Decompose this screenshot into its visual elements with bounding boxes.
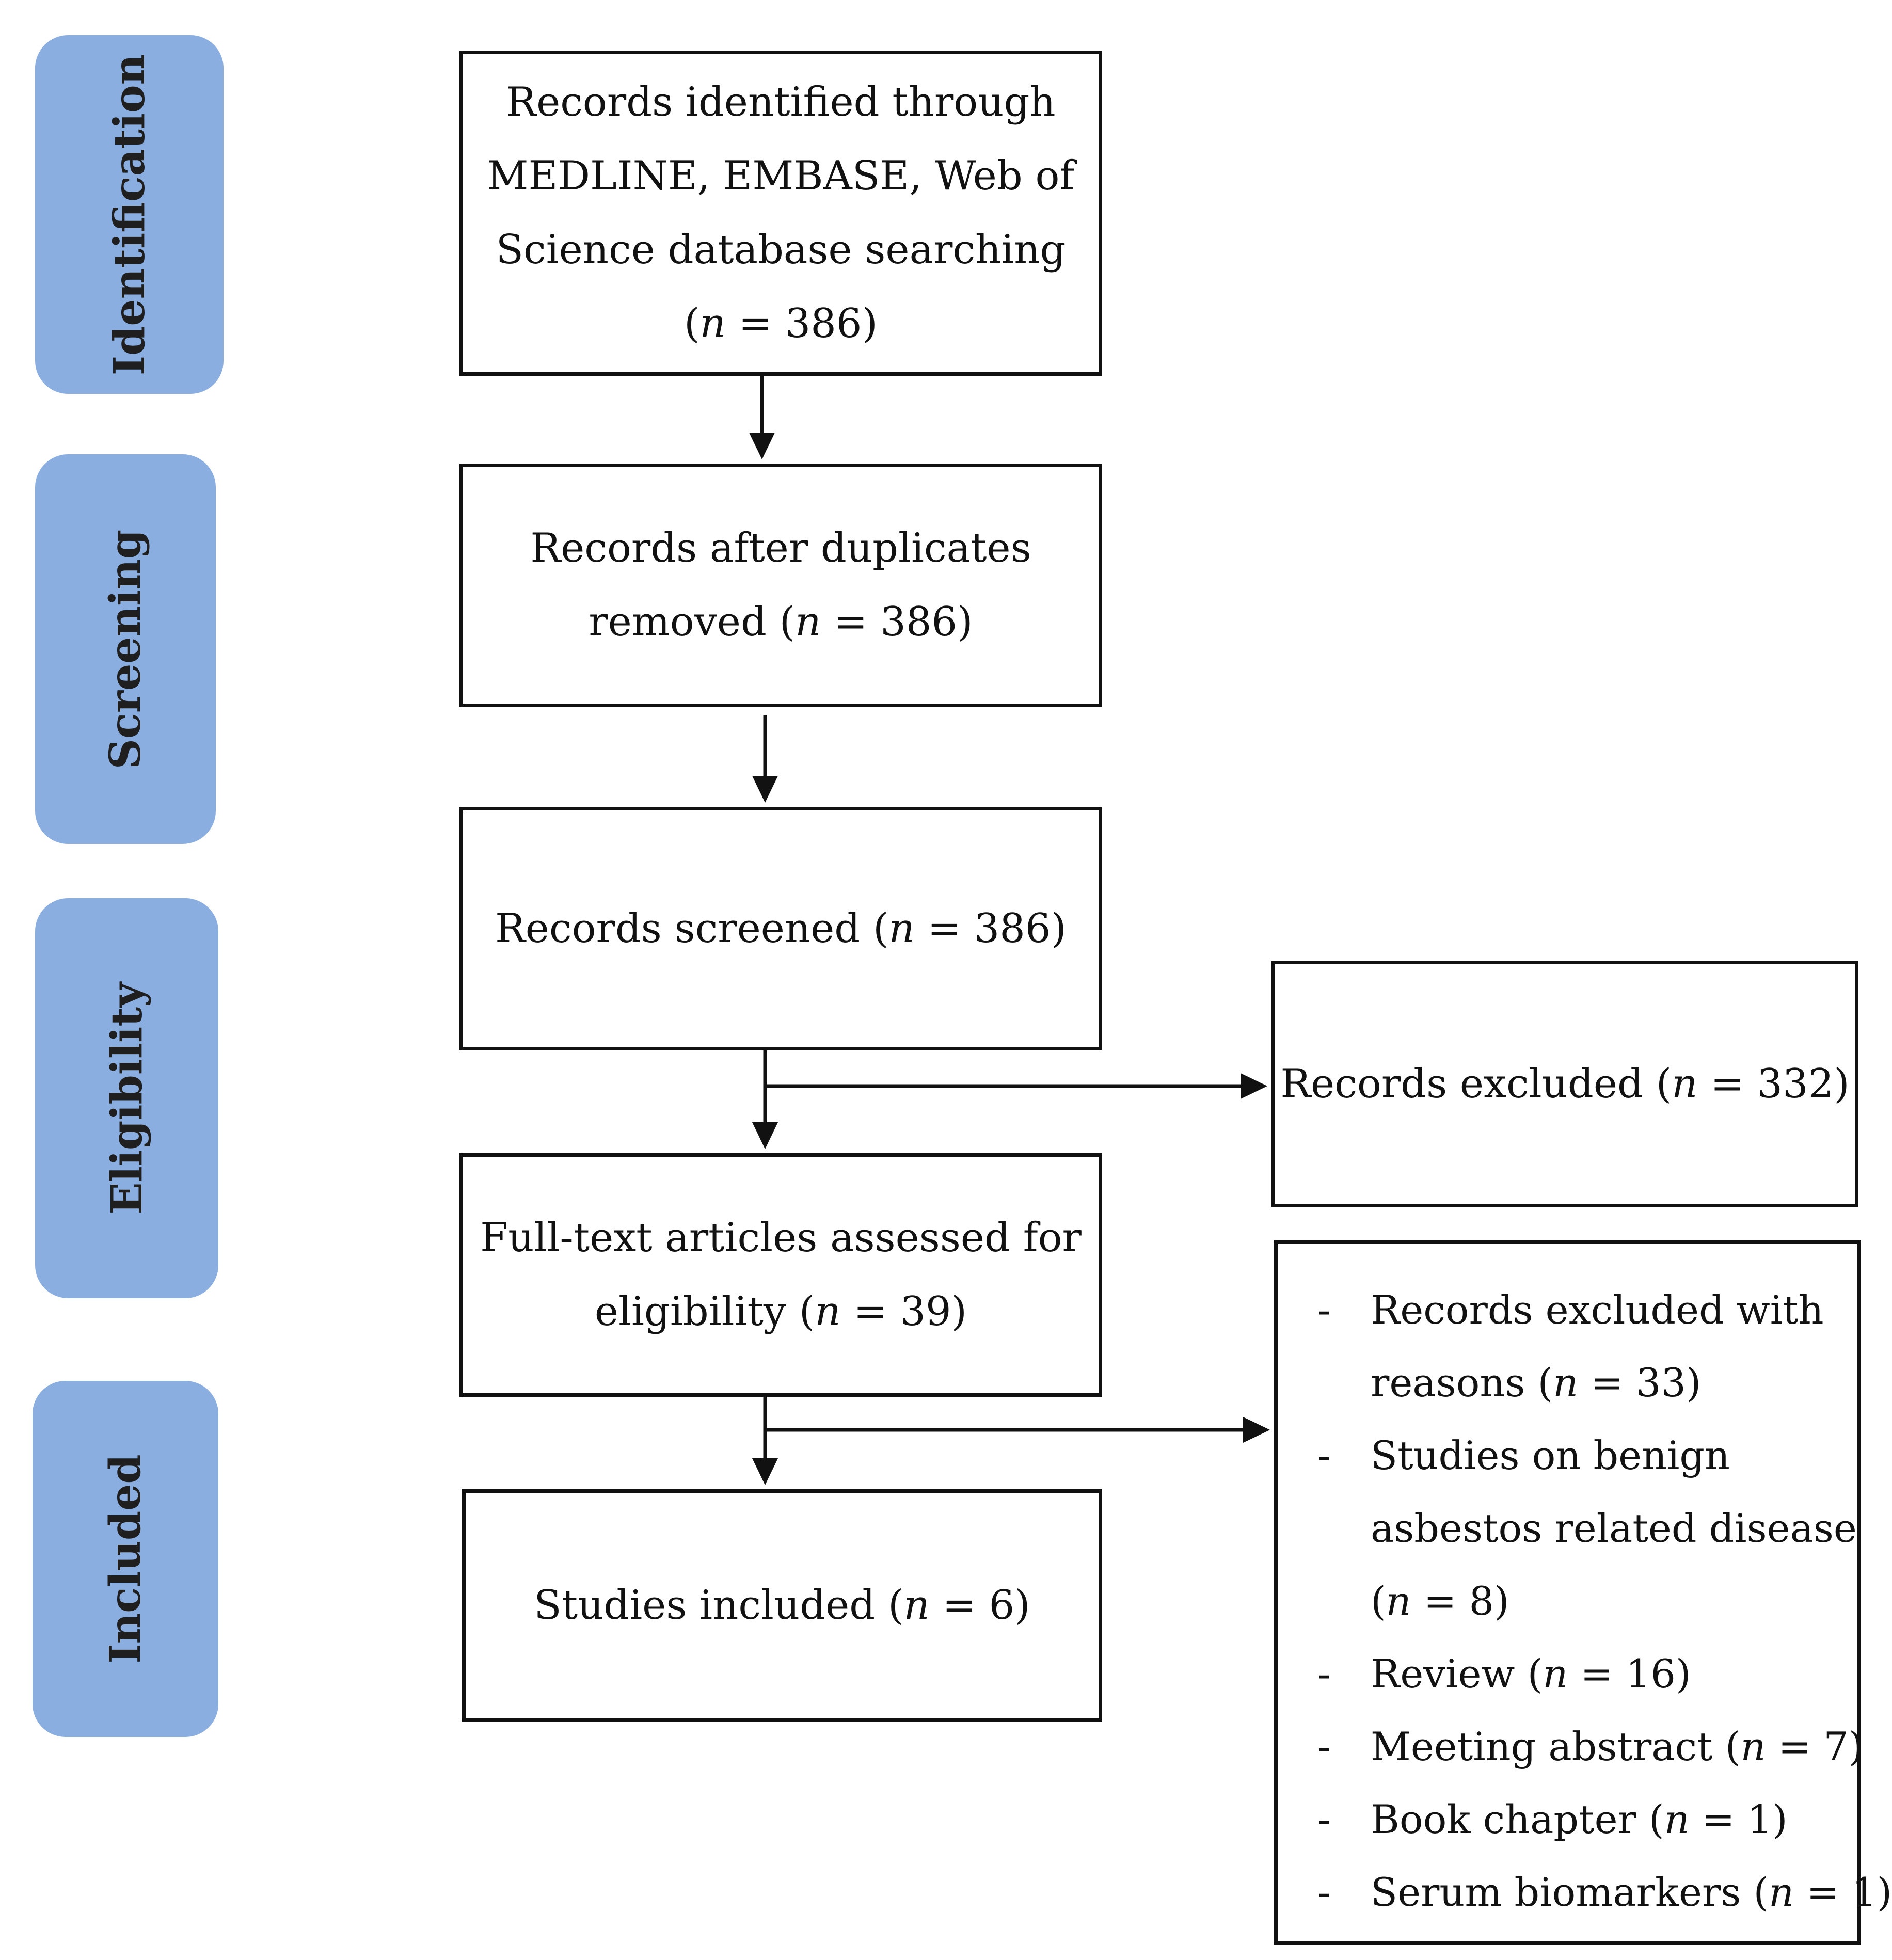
box-duplicates-removed: Records after duplicates removed (n = 38… [459, 464, 1102, 707]
identified-count-line: (n = 386) [487, 287, 1075, 361]
exclusion-reason-item: - Studies on benign asbestos related dis… [1278, 1419, 1857, 1637]
identified-count-open: ( [684, 300, 700, 347]
exclusion-reason-text: Records excluded with reasons (n = 33) [1371, 1273, 1837, 1419]
reason-1-count-value: = 8) [1411, 1578, 1509, 1624]
box-studies-included: Studies included (n = 6) [462, 1489, 1102, 1722]
arrowhead-dedup-to-screened [752, 776, 778, 803]
screened-count-line: Records screened (n = 386) [495, 892, 1067, 966]
dedup-count-value: = 386) [821, 599, 973, 645]
reason-0-count-line: reasons (n = 33) [1371, 1346, 1837, 1419]
excluded-n-var: n [1672, 1060, 1698, 1107]
list-bullet: - [1317, 1287, 1331, 1333]
dedup-text-before-n: removed ( [589, 599, 796, 645]
included-n-var: n [903, 1582, 930, 1629]
screened-text-before-n: Records screened ( [495, 905, 889, 952]
identified-n-var: n [699, 300, 726, 347]
exclusion-reason-item: - Records excluded with reasons (n = 33) [1278, 1273, 1837, 1419]
reason-5-text-before-n: Serum biomarkers ( [1371, 1869, 1769, 1915]
reason-5-n-var: n [1769, 1869, 1794, 1915]
reason-0-line-1: Records excluded with [1371, 1287, 1824, 1333]
list-bullet: - [1317, 1869, 1331, 1915]
stage-eligibility: Eligibility [35, 898, 218, 1298]
list-bullet: - [1317, 1432, 1331, 1478]
exclusion-reason-item: - Serum biomarkers (n = 1) [1278, 1856, 1892, 1929]
reason-1-count-line: (n = 8) [1371, 1565, 1857, 1637]
exclusion-reason-item: - Review (n = 16) [1278, 1637, 1837, 1710]
excluded-count-value: = 332) [1697, 1060, 1850, 1107]
reason-2-text-before-n: Review ( [1371, 1651, 1543, 1697]
box-records-screened: Records screened (n = 386) [459, 807, 1102, 1050]
box-fulltext-assessed: Full-text articles assessed for eligibil… [459, 1153, 1102, 1397]
fulltext-count-line: eligibility (n = 39) [480, 1275, 1082, 1349]
reason-2-count-value: = 16) [1568, 1651, 1691, 1697]
reason-4-count-line: Book chapter (n = 1) [1371, 1783, 1837, 1856]
identified-count-value: = 386) [725, 300, 878, 347]
reason-1-n-var: n [1386, 1578, 1411, 1624]
reason-1-line-1: Studies on benign [1371, 1432, 1730, 1478]
reason-2-n-var: n [1543, 1651, 1568, 1697]
stage-screening: Screening [35, 454, 216, 844]
reason-1-line-2: asbestos related disease [1371, 1505, 1857, 1551]
fulltext-count-value: = 39) [840, 1288, 967, 1335]
dedup-line-1: Records after duplicates [530, 525, 1031, 571]
list-bullet: - [1317, 1651, 1331, 1697]
included-count-value: = 6) [929, 1582, 1030, 1629]
identified-line-2: MEDLINE, EMBASE, Web of [487, 153, 1075, 199]
reason-3-text-before-n: Meeting abstract ( [1371, 1724, 1741, 1770]
box-records-excluded: Records excluded (n = 332) [1271, 961, 1858, 1207]
reason-5-count-line: Serum biomarkers (n = 1) [1371, 1856, 1892, 1929]
screened-n-var: n [888, 905, 915, 952]
exclusion-reason-text: Studies on benign asbestos related disea… [1371, 1419, 1857, 1637]
fulltext-text-before-n: eligibility ( [594, 1288, 815, 1335]
exclusion-reason-item: - Book chapter (n = 1) [1278, 1783, 1837, 1856]
arrowhead-fulltext-to-reasons [1243, 1417, 1270, 1443]
dedup-n-var: n [795, 599, 821, 645]
included-count-line: Studies included (n = 6) [534, 1569, 1030, 1643]
excluded-text-before-n: Records excluded ( [1280, 1060, 1672, 1107]
reason-3-n-var: n [1740, 1724, 1766, 1770]
reason-1-text-before-n: ( [1371, 1578, 1386, 1624]
box-fulltext-assessed-text: Full-text articles assessed for eligibil… [480, 1201, 1082, 1349]
arrowhead-fulltext-to-included [752, 1458, 778, 1485]
reason-5-count-value: = 1) [1794, 1869, 1892, 1915]
stage-included: Included [33, 1381, 218, 1737]
arrowhead-screened-to-excluded [1241, 1073, 1267, 1099]
screened-count-value: = 386) [914, 905, 1067, 952]
reason-4-text-before-n: Book chapter ( [1371, 1796, 1664, 1842]
list-bullet: - [1317, 1724, 1331, 1770]
box-records-identified-text: Records identified through MEDLINE, EMBA… [487, 66, 1075, 361]
list-bullet: - [1317, 1796, 1331, 1842]
fulltext-line-1: Full-text articles assessed for [480, 1215, 1082, 1261]
reason-4-count-value: = 1) [1689, 1796, 1788, 1842]
exclusion-reason-text: Serum biomarkers (n = 1) [1371, 1856, 1892, 1929]
included-text-before-n: Studies included ( [534, 1582, 904, 1629]
reason-0-count-value: = 33) [1578, 1360, 1702, 1406]
exclusion-reason-text: Meeting abstract (n = 7) [1371, 1710, 1864, 1783]
box-records-identified: Records identified through MEDLINE, EMBA… [459, 51, 1102, 376]
dedup-count-line: removed (n = 386) [530, 585, 1031, 659]
reason-0-n-var: n [1553, 1360, 1579, 1406]
exclusion-reason-item: - Meeting abstract (n = 7) [1278, 1710, 1864, 1783]
fulltext-n-var: n [815, 1288, 841, 1335]
exclusion-reason-text: Review (n = 16) [1371, 1637, 1837, 1710]
identified-line-3: Science database searching [496, 227, 1066, 273]
reason-3-count-line: Meeting abstract (n = 7) [1371, 1710, 1864, 1783]
reason-0-text-before-n: reasons ( [1371, 1360, 1553, 1406]
reason-4-n-var: n [1664, 1796, 1690, 1842]
reason-2-count-line: Review (n = 16) [1371, 1637, 1837, 1710]
stage-identification: Identification [35, 35, 224, 394]
identified-line-1: Records identified through [506, 79, 1056, 125]
arrowhead-screened-to-fulltext [752, 1122, 778, 1149]
box-duplicates-removed-text: Records after duplicates removed (n = 38… [530, 512, 1031, 659]
reason-3-count-value: = 7) [1766, 1724, 1864, 1770]
arrowhead-identified-to-dedup [749, 433, 775, 459]
box-exclusion-reasons: - Records excluded with reasons (n = 33)… [1274, 1240, 1892, 1945]
excluded-count-line: Records excluded (n = 332) [1280, 1047, 1849, 1121]
exclusion-reason-text: Book chapter (n = 1) [1371, 1783, 1837, 1856]
